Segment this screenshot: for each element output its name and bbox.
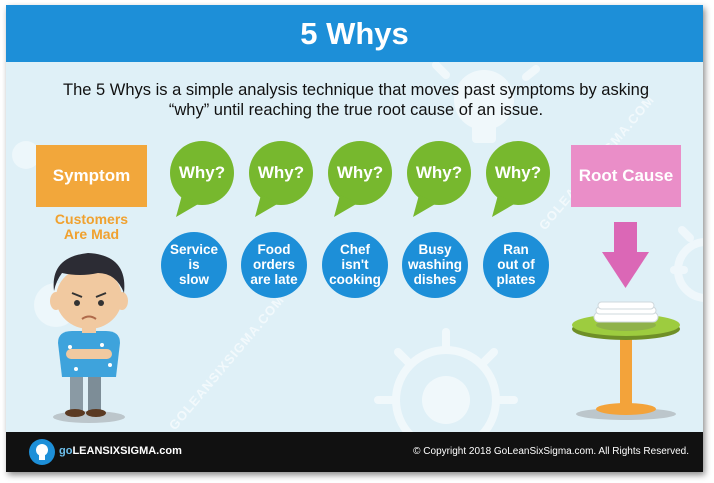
answer-line: Service — [169, 242, 219, 257]
answer-line: out of — [497, 257, 535, 272]
lightbulb-icon — [432, 61, 540, 143]
symptom-description: Customers Are Mad — [36, 212, 147, 242]
answer-4-text: Busy washing dishes — [397, 242, 473, 287]
symptom-description-line: Customers — [54, 211, 129, 227]
why-label: Why? — [415, 163, 463, 182]
why-label: Why? — [257, 163, 305, 182]
speech-bubble-icon — [170, 141, 234, 217]
answer-circle — [402, 232, 468, 298]
answer-line: Chef — [340, 242, 370, 257]
footer: goLEANSIXSIGMA.com © Copyright 2018 GoLe… — [6, 432, 703, 472]
logo-rest: LEANSIXSIGMA.com — [72, 445, 182, 457]
logo-go: go — [59, 445, 73, 457]
answer-line: Food — [257, 242, 291, 257]
copyright-text: © Copyright 2018 GoLeanSixSigma.com. All… — [413, 446, 689, 457]
answer-line: dishes — [413, 272, 457, 287]
table-with-plates-icon — [572, 301, 680, 420]
answer-line: Busy — [418, 242, 452, 257]
intro-text: The 5 Whys is a simple analysis techniqu… — [36, 80, 676, 120]
lightbulb-icon — [670, 226, 703, 302]
intro-line: The 5 Whys is a simple analysis techniqu… — [63, 81, 649, 99]
answer-line: are late — [250, 272, 298, 287]
answer-line: slow — [178, 272, 209, 287]
speech-bubble-icon — [328, 141, 392, 217]
answer-line: washing — [407, 257, 462, 272]
brand-logo-text: goLEANSIXSIGMA.com — [59, 445, 182, 457]
page-title: 5 Whys — [300, 16, 409, 51]
answer-line: is — [188, 257, 200, 272]
why-label: Why? — [336, 163, 384, 182]
why-label: Why? — [178, 163, 226, 182]
root-cause-box: Root Cause — [571, 145, 681, 207]
answer-line: isn't — [341, 257, 369, 272]
answer-line: Ran — [503, 242, 529, 257]
answer-line: cooking — [329, 272, 381, 287]
speech-bubble-icon — [249, 141, 313, 217]
answer-1-text: Service is slow — [156, 242, 232, 287]
answer-3-text: Chef isn't cooking — [317, 242, 393, 287]
answer-circle — [161, 232, 227, 298]
answer-circle — [322, 232, 388, 298]
intro-line: “why” until reaching the true root cause… — [168, 101, 544, 119]
answer-circle — [483, 232, 549, 298]
answer-circle — [241, 232, 307, 298]
answer-line: orders — [252, 257, 296, 272]
answer-5-text: Ran out of plates — [478, 242, 554, 287]
lightbulb-icon — [29, 439, 55, 465]
lightbulb-icon — [374, 328, 518, 454]
infographic: GOLEANSIXSIGMA.COM GOLEANSIXSIGMA.COM 5 … — [6, 5, 703, 472]
speech-bubble-icon — [486, 141, 550, 217]
answer-2-text: Food orders are late — [236, 242, 312, 287]
down-arrow-icon — [602, 222, 649, 288]
illustrations — [50, 141, 680, 423]
speech-bubble-icon — [407, 141, 471, 217]
answer-line: plates — [496, 272, 536, 287]
symptom-description-line: Are Mad — [63, 226, 120, 242]
symptom-box: Symptom — [36, 145, 147, 207]
upset-customer-illustration — [50, 253, 128, 423]
title-bar: 5 Whys — [6, 5, 703, 62]
why-label: Why? — [494, 163, 542, 182]
